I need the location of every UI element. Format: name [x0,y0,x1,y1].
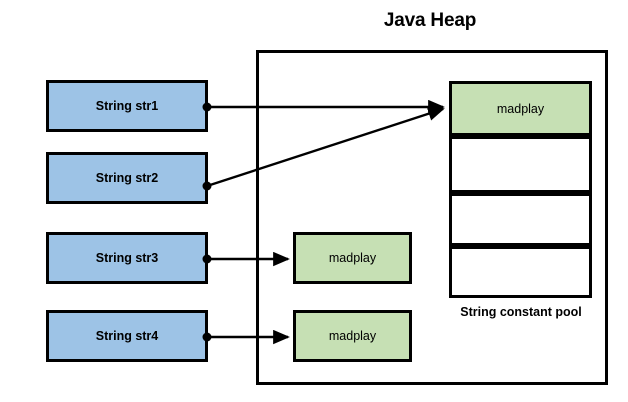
variable-label: String str4 [95,329,159,343]
pool-cell-3 [449,193,592,246]
pool-cell-4 [449,246,592,298]
heap-object-label: madplay [328,329,377,343]
pool-cell-2 [449,136,592,193]
variable-label: String str3 [95,251,159,265]
string-constant-pool-label: String constant pool [460,305,582,319]
heap-object-label: madplay [328,251,377,265]
heap-title: Java Heap [383,10,477,31]
heap-object-box-2: madplay [293,310,412,362]
heap-object-box-1: madplay [293,232,412,284]
java-heap-boundary [256,50,608,385]
variable-box-str1: String str1 [46,80,208,132]
variable-box-str2: String str2 [46,152,208,204]
variable-box-str3: String str3 [46,232,208,284]
pool-cell-1: madplay [449,81,592,136]
variable-label: String str2 [95,171,159,185]
variable-label: String str1 [95,99,159,113]
pool-cell-label: madplay [496,101,545,116]
variable-box-str4: String str4 [46,310,208,362]
